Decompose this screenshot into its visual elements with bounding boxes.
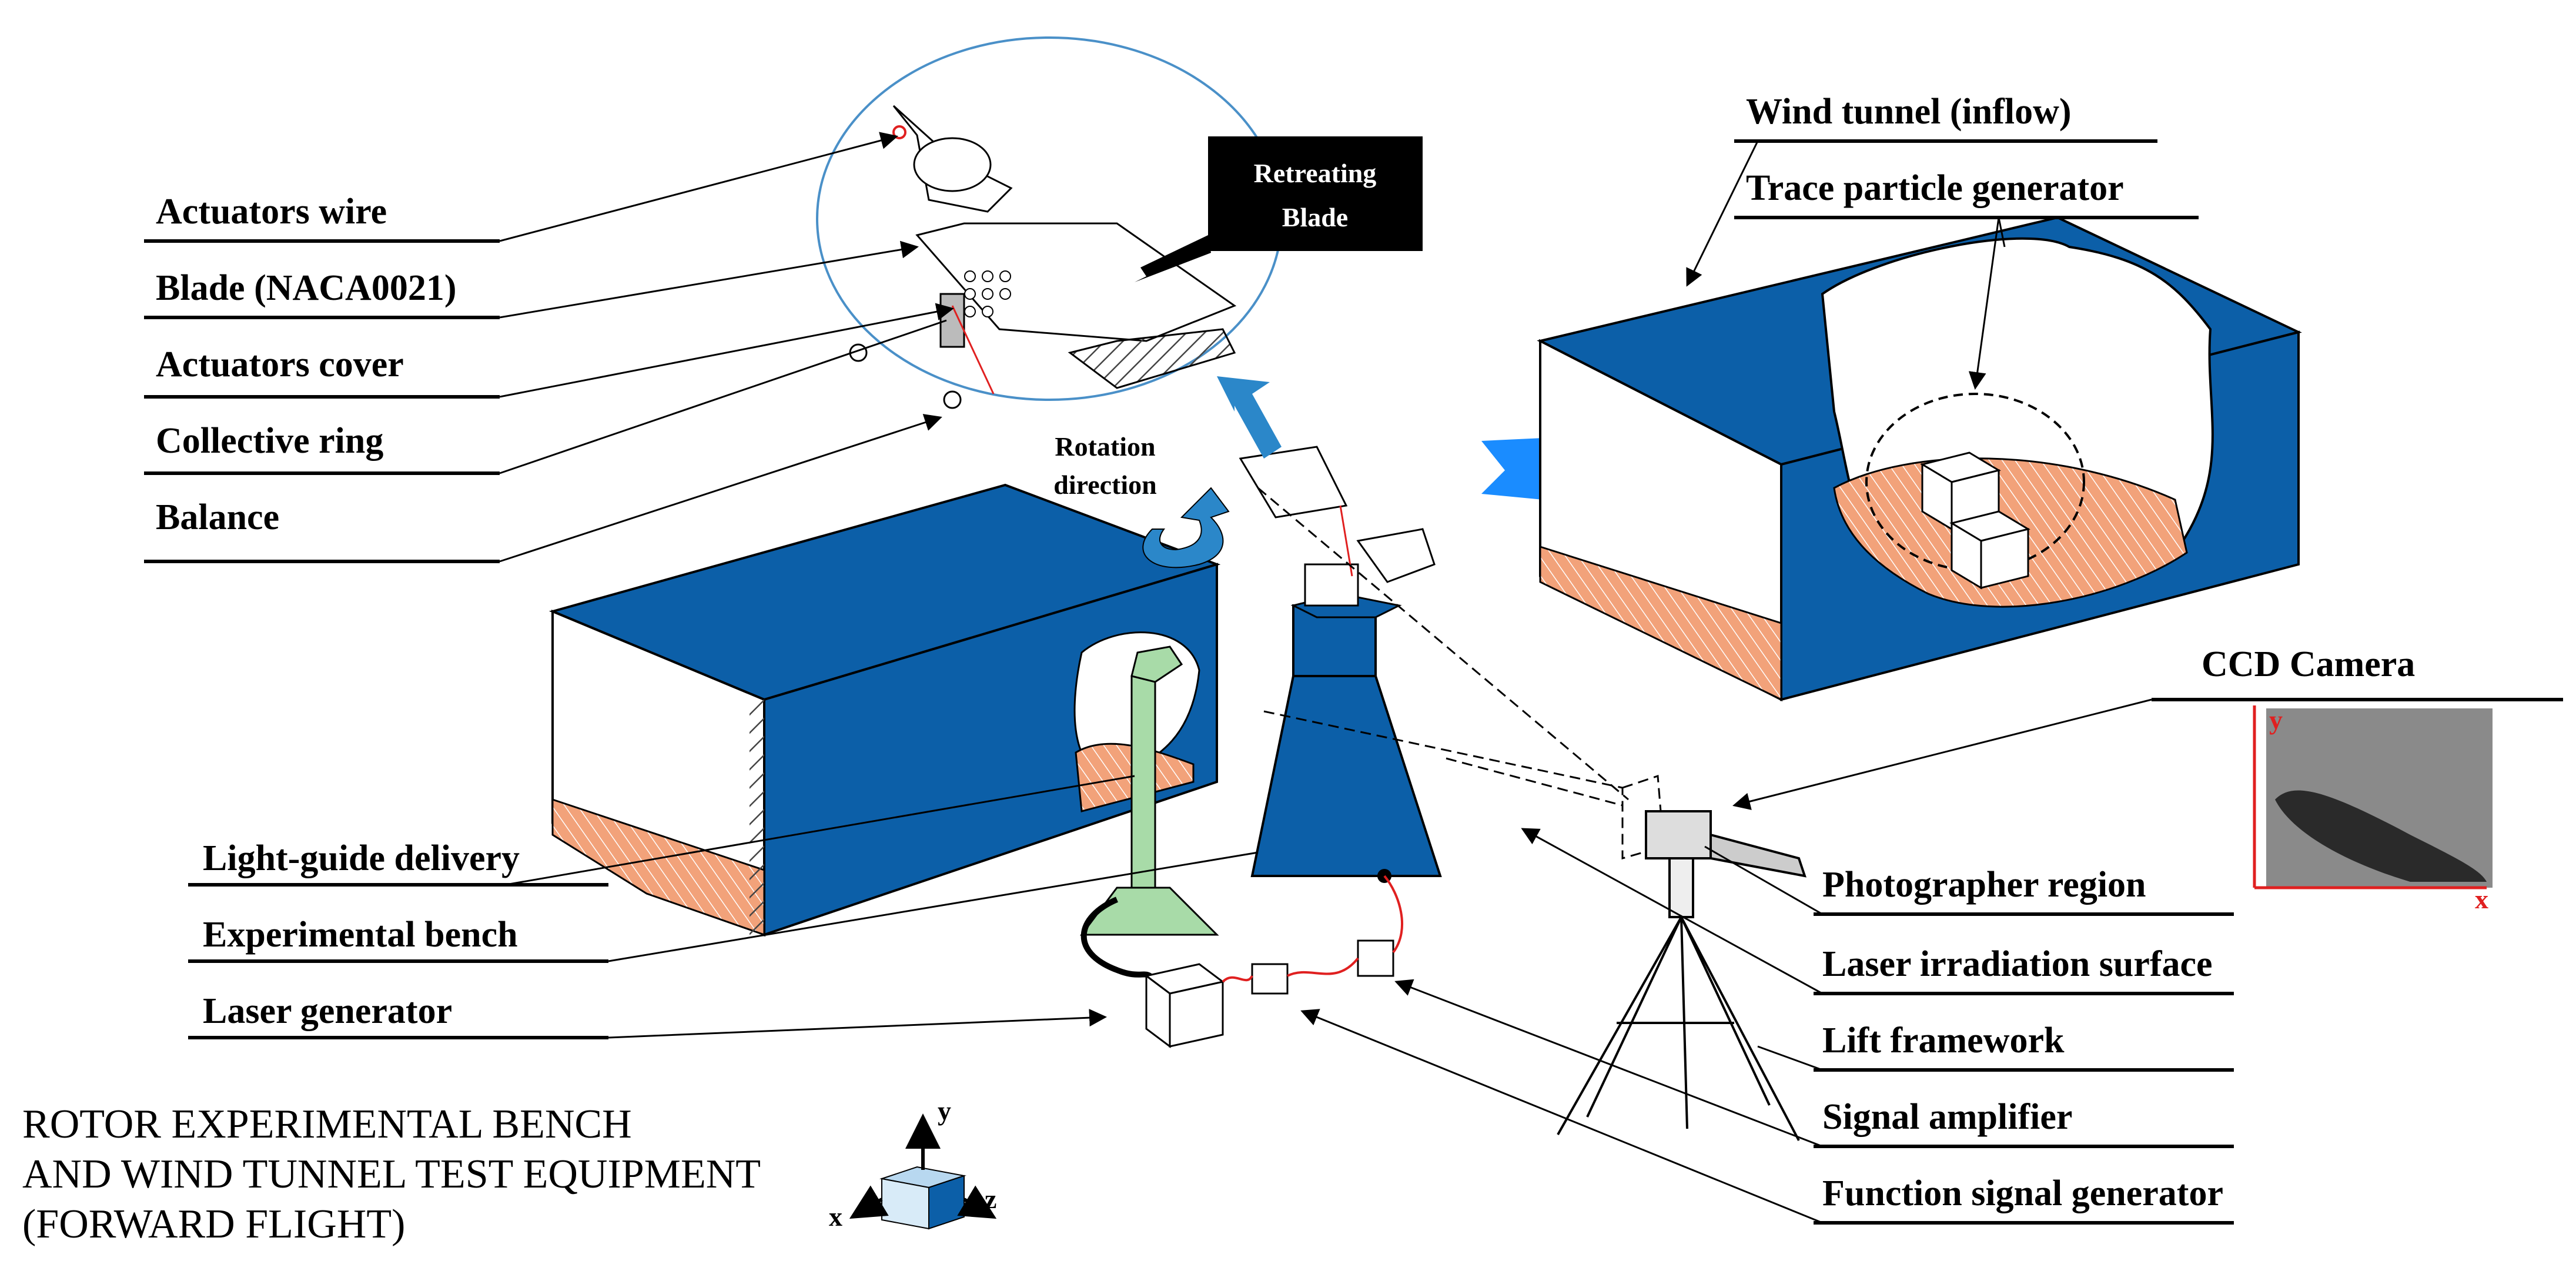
label-ccd-camera: CCD Camera [1732, 644, 2563, 810]
label-actuators-wire: Actuators wire [144, 132, 898, 243]
label-text-signal-amplifier: Signal amplifier [1822, 1097, 2072, 1137]
axes-indicator: y x z [829, 1096, 996, 1232]
label-lift-framework: Lift framework [1757, 1021, 2234, 1072]
label-laser-generator: Laser generator [188, 991, 1107, 1039]
label-text-experimental-bench: Experimental bench [203, 915, 518, 955]
ccd-image-inset: y x [2253, 705, 2493, 914]
label-experimental-bench: Experimental bench [188, 851, 1259, 963]
label-light-guide: Light-guide delivery [188, 775, 1135, 887]
label-signal-amplifier: Signal amplifier [1394, 979, 2234, 1148]
camera-tripod [1557, 810, 1806, 1141]
inset-axis-x: x [2475, 884, 2488, 914]
callout-line2: Blade [1282, 202, 1348, 232]
label-text-laser-surface: Laser irradiation surface [1822, 944, 2213, 984]
label-laser-surface: Laser irradiation surface [1521, 828, 2234, 995]
label-text-light-guide: Light-guide delivery [203, 838, 520, 878]
axis-z-label: z [985, 1184, 996, 1214]
label-balance: Balance [144, 414, 942, 563]
rotation-line2: direction [1053, 470, 1156, 500]
bottom-left-labels: Light-guide delivery Experimental bench … [188, 775, 1259, 1039]
blade-detail-inset [816, 36, 1283, 409]
inset-axis-y: y [2269, 705, 2283, 735]
axis-y-label: y [938, 1096, 951, 1126]
left-wind-tunnel [548, 483, 1221, 937]
callout-line1: Retreating [1254, 158, 1377, 188]
diagram-title: ROTOR EXPERIMENTAL BENCH AND WIND TUNNEL… [22, 1102, 761, 1247]
signal-chain [1144, 875, 1403, 1048]
label-text-blade: Blade (NACA0021) [156, 268, 456, 308]
label-wind-tunnel: Wind tunnel (inflow) [1686, 92, 2157, 287]
left-labels: Actuators wire Blade (NACA0021) Actuator… [144, 132, 954, 563]
right-labels: Photographer region Laser irradiation su… [1300, 828, 2234, 1225]
top-right-labels: Wind tunnel (inflow) Trace particle gene… [1686, 92, 2199, 390]
label-trace-particle: Trace particle generator [1734, 168, 2199, 390]
label-text-actuators-cover: Actuators cover [156, 344, 404, 384]
label-function-generator: Function signal generator [1300, 1009, 2234, 1225]
label-text-balance: Balance [156, 497, 279, 537]
label-photographer: Photographer region [1704, 845, 2234, 916]
title-line-1: ROTOR EXPERIMENTAL BENCH [22, 1102, 632, 1147]
label-text-lift-framework: Lift framework [1822, 1021, 2065, 1061]
retreating-blade-callout: Retreating Blade [1135, 136, 1423, 282]
rotation-line1: Rotation [1055, 432, 1155, 461]
rotation-direction-arrow: Rotation direction [1053, 376, 1282, 568]
label-text-laser-generator: Laser generator [203, 991, 452, 1031]
label-collective-ring: Collective ring [144, 319, 947, 475]
label-blade: Blade (NACA0021) [144, 240, 919, 319]
label-actuators-cover: Actuators cover [144, 303, 954, 399]
label-text-photographer: Photographer region [1822, 865, 2146, 905]
experimental-bench [1239, 446, 1442, 883]
label-text-ccd-camera: CCD Camera [2202, 644, 2415, 684]
title-line-3: (FORWARD FLIGHT) [22, 1202, 405, 1247]
label-text-actuators-wire: Actuators wire [156, 192, 387, 232]
title-line-2: AND WIND TUNNEL TEST EQUIPMENT [22, 1152, 761, 1197]
axis-x-label: x [829, 1202, 842, 1232]
label-text-function-generator: Function signal generator [1822, 1173, 2223, 1213]
right-wind-tunnel [1537, 216, 2302, 702]
label-text-wind-tunnel: Wind tunnel (inflow) [1746, 92, 2072, 132]
label-text-collective-ring: Collective ring [156, 421, 383, 461]
label-text-trace-particle: Trace particle generator [1746, 168, 2124, 208]
